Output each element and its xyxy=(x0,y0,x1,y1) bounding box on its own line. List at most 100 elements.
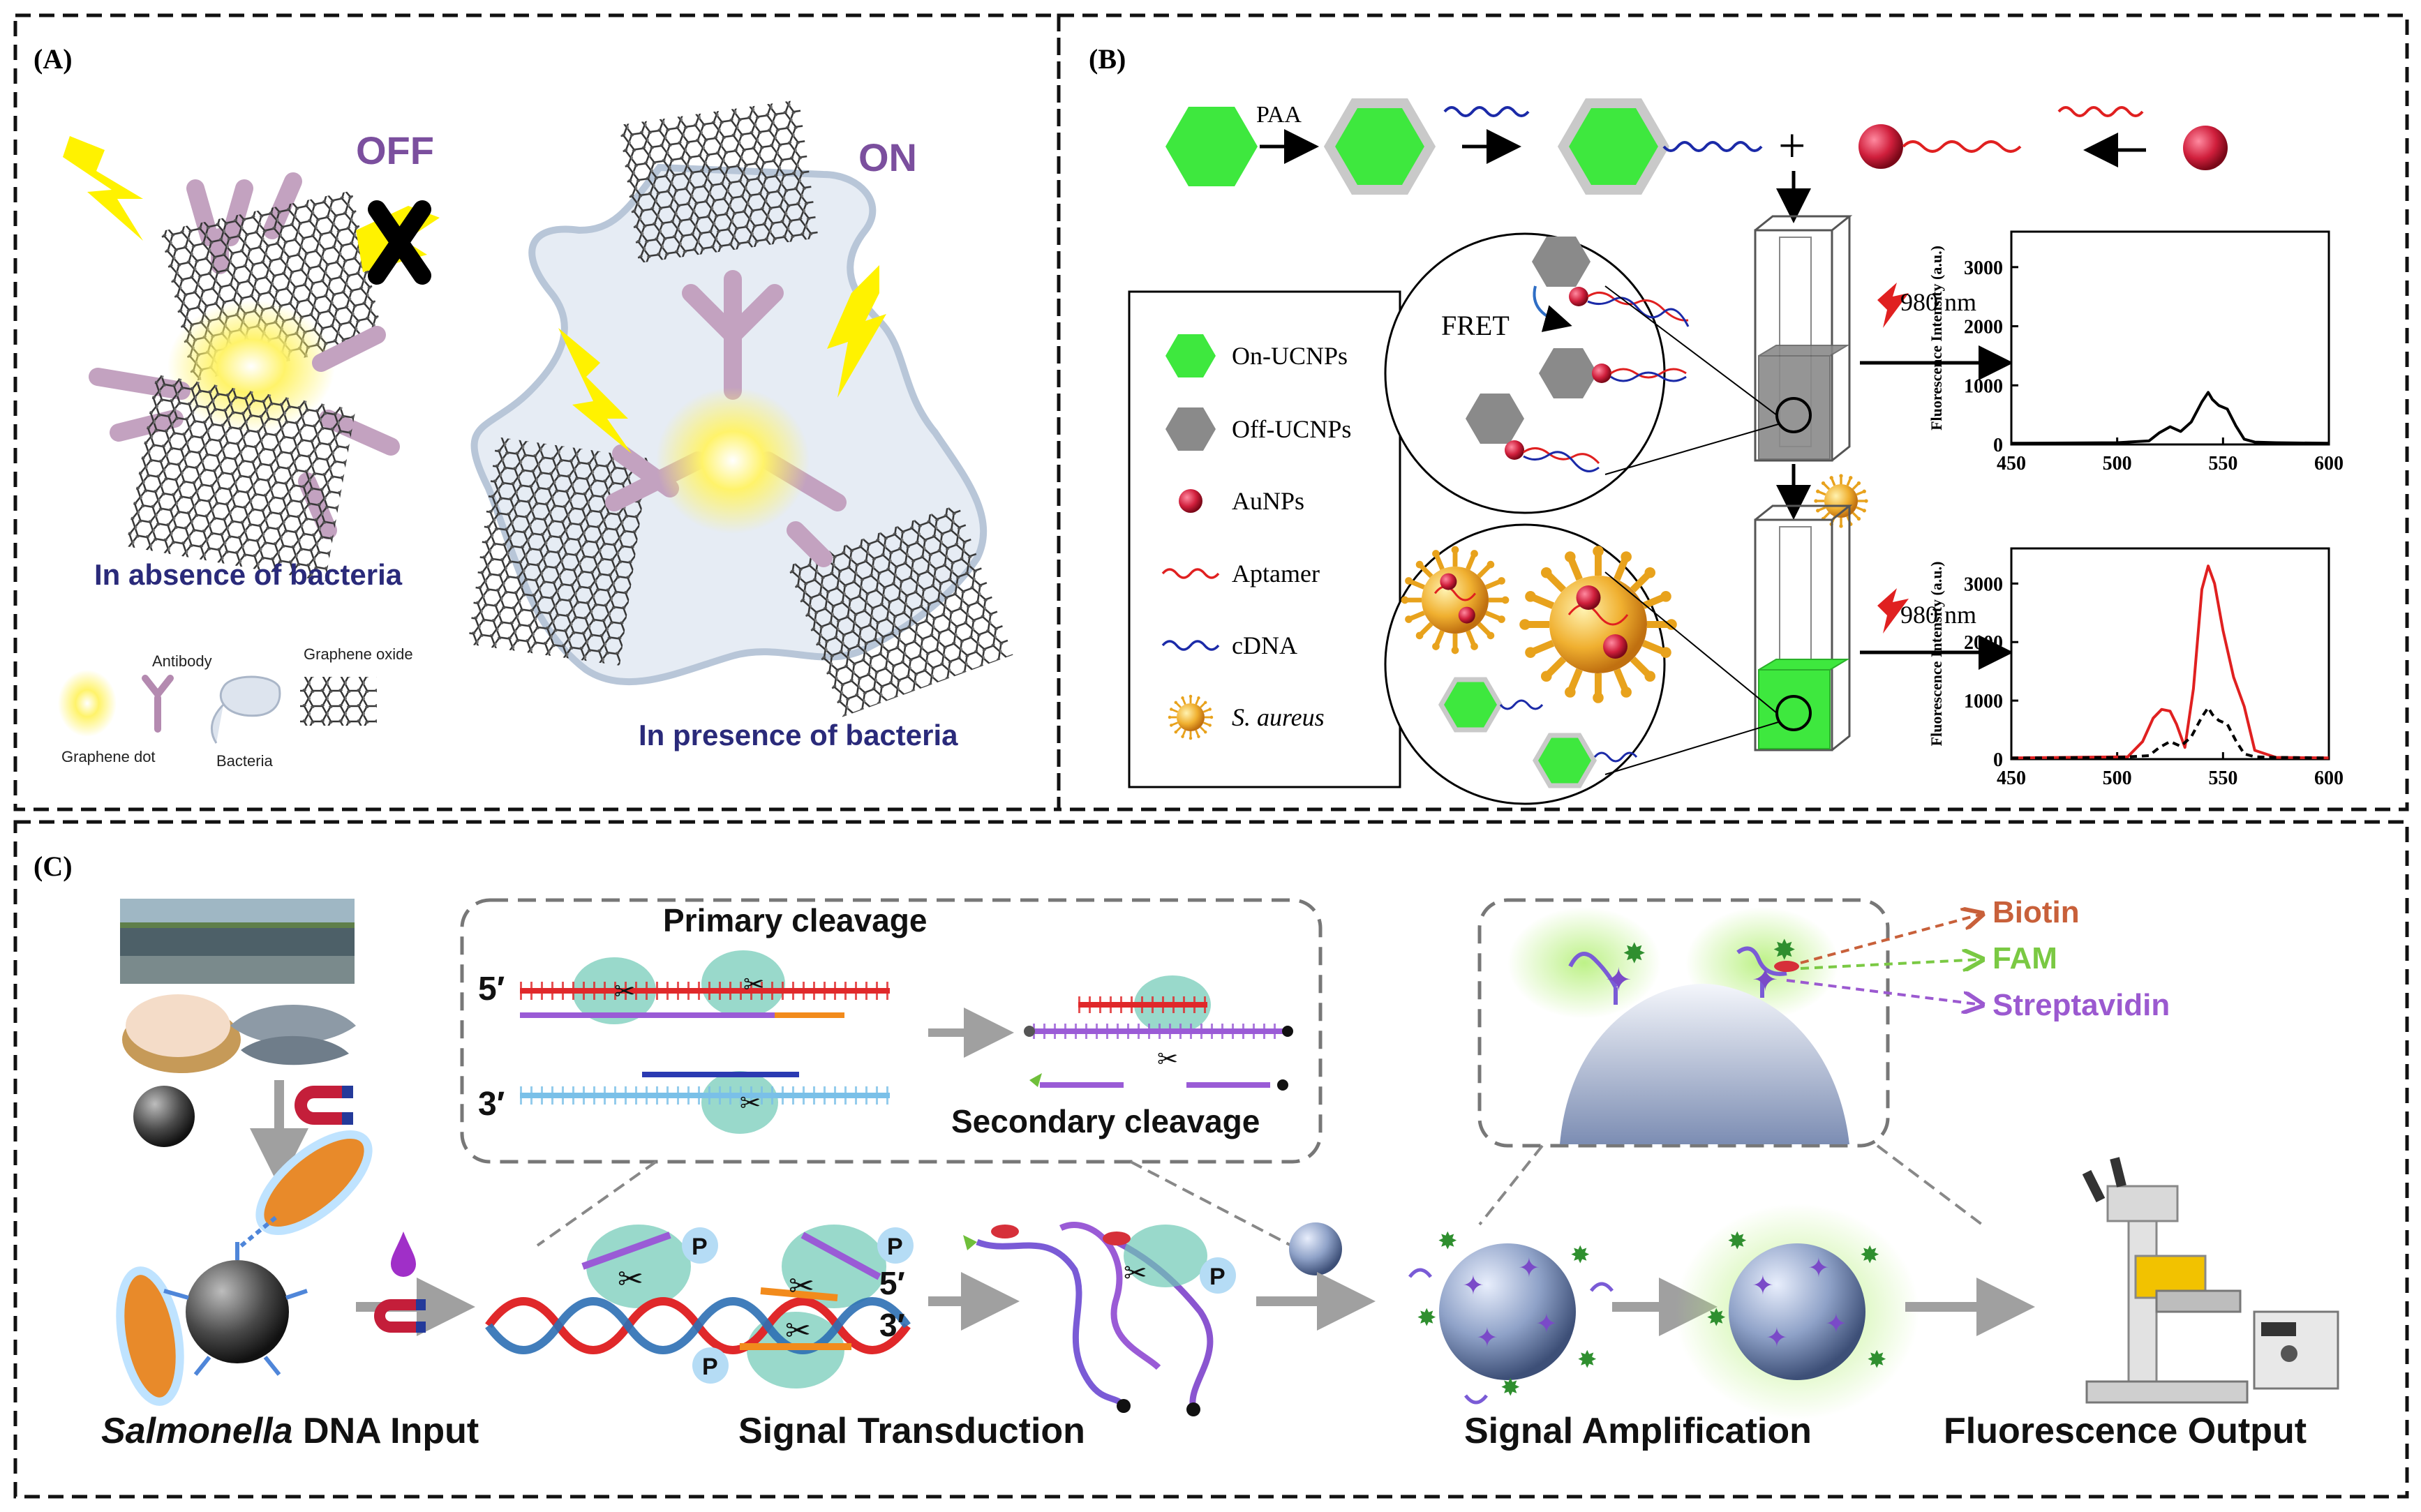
spike xyxy=(1641,640,1665,655)
spike-tip xyxy=(1170,708,1173,711)
x-tick-label: 500 xyxy=(2103,453,2132,474)
fret-label: FRET xyxy=(1441,310,1510,341)
spike-tip xyxy=(1864,499,1868,503)
panel-b-label: (B) xyxy=(1089,43,1126,75)
zoom-line xyxy=(1604,285,1778,416)
aunp-sphere xyxy=(1603,634,1627,659)
streptavidin-label: Streptavidin xyxy=(1992,988,2170,1022)
legend-s-aureus: S. aureus xyxy=(1232,703,1325,731)
duplex-strand xyxy=(1610,368,1687,379)
phosphate-label: P xyxy=(1209,1264,1226,1290)
x-tick-label: 550 xyxy=(2208,768,2237,789)
graphene-oxide-icon xyxy=(300,677,377,726)
svg-text:✸: ✸ xyxy=(1500,1375,1521,1401)
fam-icon: ✸ xyxy=(1623,938,1646,969)
spike-tip xyxy=(1593,546,1604,557)
spike-tip xyxy=(1197,696,1200,700)
series-line-0 xyxy=(2011,564,2330,760)
spike-tip xyxy=(1644,567,1656,578)
spike xyxy=(1823,511,1831,519)
spike-tip xyxy=(1189,736,1193,740)
spike xyxy=(1630,571,1651,593)
svg-text:✂: ✂ xyxy=(789,1269,814,1303)
spike-tip xyxy=(1644,671,1656,682)
spike-tip xyxy=(1856,516,1861,521)
primary-cleavage-label: Primary cleavage xyxy=(663,902,928,938)
off-label: OFF xyxy=(356,128,434,172)
panel-c: (C) xyxy=(33,851,2339,1451)
zoom-line xyxy=(1604,721,1779,775)
amplified-bead-glowing: ✦ ✦ ✦ ✦ ✸ ✸ ✸ ✸ xyxy=(1706,1228,1887,1380)
spike xyxy=(1818,491,1826,496)
five-prime-label: 5′ xyxy=(879,1265,905,1301)
legend-cdna: cDNA xyxy=(1232,631,1297,659)
duplex-strand xyxy=(1523,447,1600,465)
absence-caption: In absence of bacteria xyxy=(94,558,403,591)
svg-text:✦: ✦ xyxy=(1476,1324,1498,1353)
duplex-strand xyxy=(1587,297,1690,327)
on-ucnps-icon xyxy=(1165,334,1216,377)
biotin-label: Biotin xyxy=(1992,895,2080,929)
dna-strands-secondary: ✂ xyxy=(1024,975,1293,1091)
three-prime-label: 3′ xyxy=(879,1307,905,1343)
aptamer-strand xyxy=(2057,106,2144,117)
zoom-circle-off xyxy=(1384,232,1666,514)
phosphate-label: P xyxy=(702,1354,718,1380)
cdna-strand xyxy=(1593,751,1638,763)
panel-b: (B) PAA + On-UCNPs Off-UCNPs AuNPs Aptam… xyxy=(1089,43,2344,805)
spike xyxy=(1200,726,1206,733)
spike-tip xyxy=(1519,619,1530,630)
spike-tip xyxy=(1189,694,1193,698)
duplex-strand xyxy=(1523,451,1600,472)
spike-tip xyxy=(1170,724,1173,727)
magnet-icon xyxy=(374,1299,426,1333)
spike xyxy=(1852,483,1859,491)
three-prime-label: 3′ xyxy=(478,1086,505,1123)
spike xyxy=(1485,611,1501,621)
s-aureus-with-aunp xyxy=(1401,546,1510,654)
aunp-sphere xyxy=(1569,287,1588,306)
panel-b-border xyxy=(1057,13,2409,811)
fluorescence-microscope-icon xyxy=(2082,1157,2339,1404)
spike-tip xyxy=(1174,730,1178,734)
x-tick-label: 450 xyxy=(1997,453,2026,474)
graphene-oxide-sheet xyxy=(468,437,649,666)
svg-text:✸: ✸ xyxy=(1438,1228,1458,1255)
spike xyxy=(1477,622,1491,636)
water-sample-photo xyxy=(120,899,355,984)
capture-complex xyxy=(116,1130,373,1406)
graphene-dot-icon xyxy=(58,670,117,737)
spike-tip xyxy=(1451,546,1459,554)
spike xyxy=(1195,698,1200,705)
duplex-strand xyxy=(1610,371,1687,382)
graphene-oxide-sheet xyxy=(619,99,819,264)
spike xyxy=(1567,668,1583,691)
panel-a-border xyxy=(13,13,1061,811)
legend-aptamer: Aptamer xyxy=(1232,560,1320,587)
magnetic-bead xyxy=(133,1086,195,1147)
spike xyxy=(1477,564,1491,578)
x-tick-label: 600 xyxy=(2314,453,2344,474)
s-aureus-body xyxy=(1177,703,1205,731)
spike-tip xyxy=(1181,735,1184,738)
spike-tip xyxy=(1470,550,1478,557)
spike-tip xyxy=(1565,687,1576,698)
secondary-cleavage-label: Secondary cleavage xyxy=(951,1103,1260,1139)
panel-b-legend-box xyxy=(1128,290,1401,788)
aptamer-strand xyxy=(1434,585,1476,601)
spike xyxy=(1641,594,1665,609)
on-ucnp-hexagon xyxy=(1438,677,1503,733)
s-aureus-with-aunp xyxy=(1519,546,1677,703)
spike-tip xyxy=(1821,481,1826,486)
off-ucnps-icon xyxy=(1165,407,1216,451)
cdna-strand xyxy=(1499,699,1544,710)
presence-caption: In presence of bacteria xyxy=(639,719,958,751)
phosphate-badge xyxy=(1200,1257,1236,1294)
cdna-strand xyxy=(1662,141,1763,152)
cleaved-fragments: ✂ xyxy=(963,1222,1214,1416)
aunp-sphere xyxy=(1458,606,1475,624)
spike xyxy=(1856,506,1864,511)
y-tick-label: 0 xyxy=(1993,749,2003,771)
